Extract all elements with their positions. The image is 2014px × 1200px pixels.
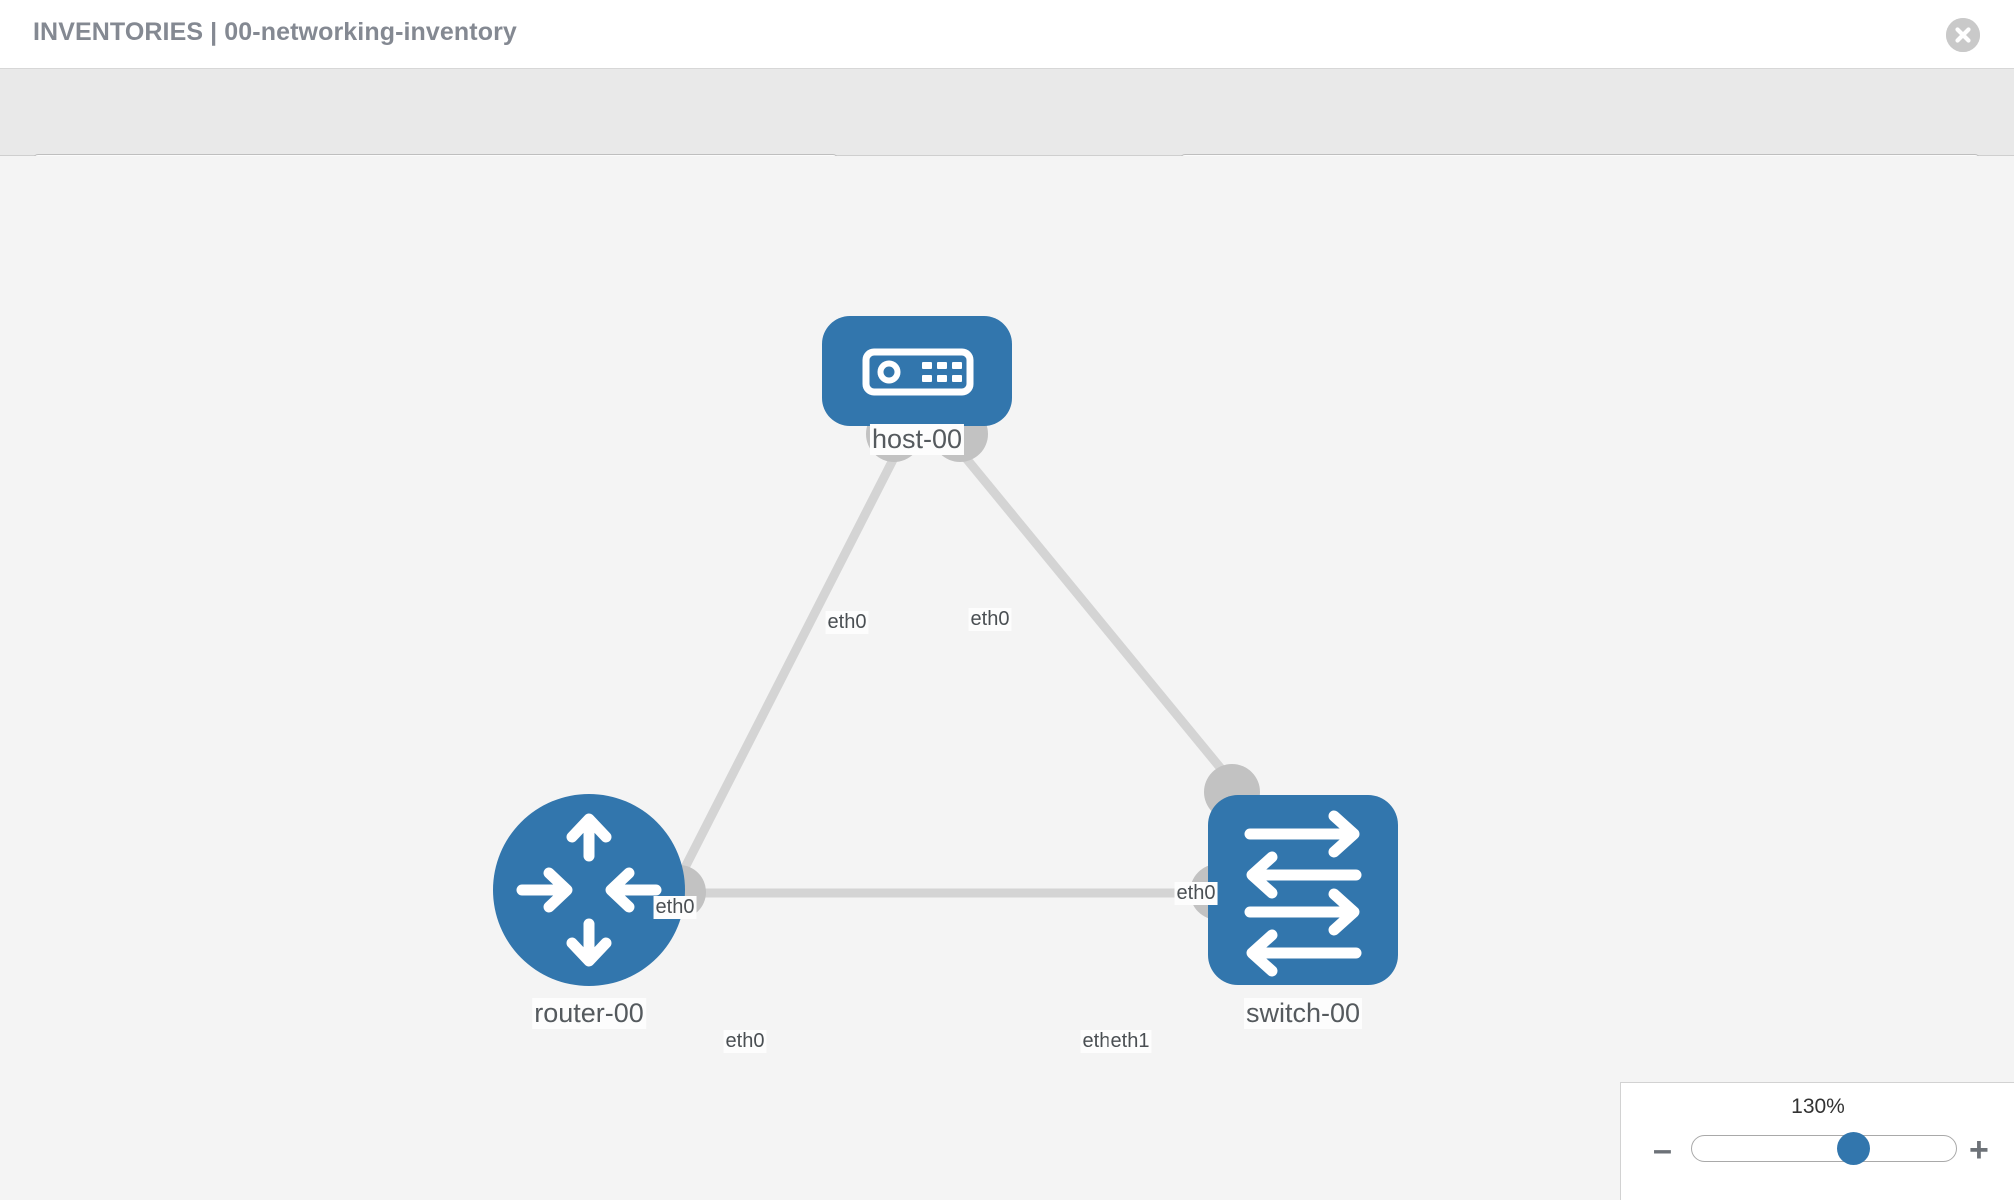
page-title: INVENTORIES | 00-networking-inventory bbox=[33, 18, 517, 46]
port-label-host00-eth0-left: eth0 bbox=[825, 611, 869, 634]
server-icon bbox=[862, 348, 974, 396]
port-label-router00-eth0: eth0 bbox=[723, 1030, 767, 1053]
link-host00-switch00 bbox=[952, 443, 1236, 785]
toolbar: ACTIONS SEARCH bbox=[0, 69, 2014, 209]
router-arrows-icon bbox=[516, 813, 662, 967]
link-host00-router00 bbox=[667, 443, 905, 896]
zoom-in-button[interactable]: + bbox=[1969, 1131, 1989, 1169]
port-label-switch00-eth1: eth1 bbox=[1108, 1030, 1152, 1053]
switch-arrows-icon bbox=[1244, 810, 1362, 977]
port-label-router00-eth0-uplink: eth0 bbox=[653, 896, 697, 919]
node-label-host-00: host-00 bbox=[869, 424, 965, 455]
node-switch-00 bbox=[1208, 795, 1398, 985]
zoom-percent-label: 130% bbox=[1791, 1095, 1845, 1118]
node-host-00 bbox=[822, 316, 1012, 426]
topology-links bbox=[667, 443, 1236, 898]
topology-graph bbox=[493, 316, 1398, 986]
zoom-slider-thumb[interactable] bbox=[1837, 1132, 1870, 1165]
close-icon[interactable] bbox=[1946, 18, 1980, 52]
port-label-switch00-eth0-uplink: eth0 bbox=[1174, 882, 1218, 905]
node-label-switch-00: switch-00 bbox=[1243, 998, 1363, 1029]
server-icon-details bbox=[877, 360, 962, 384]
node-router-00 bbox=[493, 794, 685, 986]
page-header: INVENTORIES | 00-networking-inventory bbox=[0, 0, 2014, 69]
node-label-router-00: router-00 bbox=[532, 998, 646, 1029]
topology-canvas[interactable]: host-00 router-00 switch-00 eth0 eth0 et… bbox=[0, 156, 2014, 1200]
port-label-host00-eth0-right: eth0 bbox=[968, 608, 1012, 631]
topology-ports bbox=[652, 406, 1260, 920]
zoom-control: 130% – + bbox=[1620, 1082, 2014, 1200]
zoom-slider[interactable] bbox=[1691, 1132, 1957, 1165]
zoom-out-button[interactable]: – bbox=[1653, 1131, 1672, 1169]
